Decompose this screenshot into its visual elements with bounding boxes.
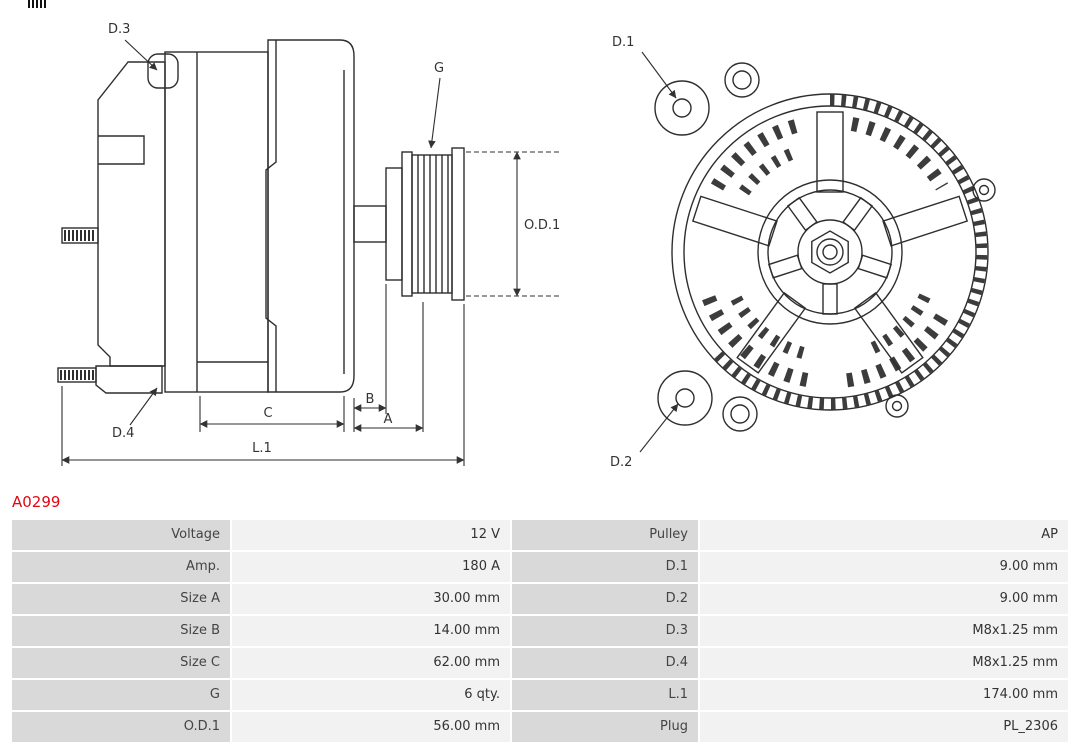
- label-od1: O.D.1: [524, 218, 560, 233]
- spec-value: 9.00 mm: [700, 552, 1068, 582]
- spec-value: 14.00 mm: [232, 616, 510, 646]
- label-l1: L.1: [252, 441, 272, 456]
- barcode-fragment: [28, 0, 46, 8]
- spec-value: AP: [700, 520, 1068, 550]
- leader-g: [428, 77, 441, 149]
- dimension-c: [199, 396, 345, 432]
- leader-d4: [129, 387, 158, 426]
- spec-value: 9.00 mm: [700, 584, 1068, 614]
- spec-label: Pulley: [512, 520, 698, 550]
- spec-value: 12 V: [232, 520, 510, 550]
- spec-table: Voltage 12 V Pulley AP Amp. 180 A D.1 9.…: [10, 518, 1070, 744]
- dimension-l1: [61, 304, 465, 466]
- spec-label: D.1: [512, 552, 698, 582]
- spec-label: D.3: [512, 616, 698, 646]
- leader-d3: [124, 39, 158, 71]
- leader-d2: [639, 403, 679, 453]
- label-g: G: [434, 61, 444, 76]
- table-row: G 6 qty. L.1 174.00 mm: [12, 680, 1068, 710]
- table-row: Voltage 12 V Pulley AP: [12, 520, 1068, 550]
- spec-label: Amp.: [12, 552, 230, 582]
- vent-slots: [701, 117, 949, 388]
- spec-label: O.D.1: [12, 712, 230, 742]
- label-a: A: [384, 412, 393, 427]
- part-number: A0299: [12, 493, 61, 511]
- spec-label: L.1: [512, 680, 698, 710]
- spec-label: Size A: [12, 584, 230, 614]
- technical-drawings: D.3 G O.D.1 D.4 C B A L.1: [57, 22, 996, 470]
- spec-value: 6 qty.: [232, 680, 510, 710]
- spec-value: 62.00 mm: [232, 648, 510, 678]
- front-view-drawing: D.1 D.2: [610, 35, 996, 470]
- table-row: Size B 14.00 mm D.3 M8x1.25 mm: [12, 616, 1068, 646]
- spec-label: G: [12, 680, 230, 710]
- housing-arms: [691, 111, 969, 374]
- spec-label: Size B: [12, 616, 230, 646]
- dimension-b: [353, 284, 387, 432]
- dimension-lines: [61, 39, 562, 466]
- table-row: Size A 30.00 mm D.2 9.00 mm: [12, 584, 1068, 614]
- label-d3: D.3: [108, 22, 130, 37]
- leader-d1: [641, 51, 677, 99]
- pulley-side: [401, 147, 465, 301]
- label-d1: D.1: [612, 35, 634, 50]
- label-b: B: [366, 392, 375, 407]
- pulley-front: [757, 179, 903, 325]
- spec-label: D.4: [512, 648, 698, 678]
- dimension-od1: [466, 151, 562, 297]
- spec-value: 174.00 mm: [700, 680, 1068, 710]
- spec-label: Voltage: [12, 520, 230, 550]
- spec-value: 30.00 mm: [232, 584, 510, 614]
- label-c: C: [263, 406, 272, 421]
- side-view-drawing: D.3 G O.D.1 D.4 C B A L.1: [57, 22, 562, 466]
- spec-value: 180 A: [232, 552, 510, 582]
- alternator-front-body: [654, 62, 996, 432]
- dimension-a: [353, 302, 424, 432]
- spec-label: D.2: [512, 584, 698, 614]
- alternator-side-body: [57, 39, 403, 394]
- table-row: Amp. 180 A D.1 9.00 mm: [12, 552, 1068, 582]
- spec-label: Plug: [512, 712, 698, 742]
- spec-value: M8x1.25 mm: [700, 616, 1068, 646]
- spec-label: Size C: [12, 648, 230, 678]
- label-d4: D.4: [112, 426, 134, 441]
- table-row: Size C 62.00 mm D.4 M8x1.25 mm: [12, 648, 1068, 678]
- spec-value: PL_2306: [700, 712, 1068, 742]
- spec-value: M8x1.25 mm: [700, 648, 1068, 678]
- table-row: O.D.1 56.00 mm Plug PL_2306: [12, 712, 1068, 742]
- label-d2: D.2: [610, 455, 632, 470]
- spec-value: 56.00 mm: [232, 712, 510, 742]
